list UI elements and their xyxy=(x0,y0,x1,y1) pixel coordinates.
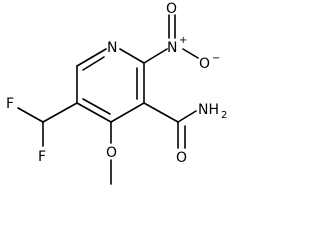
bond-n1-c2 xyxy=(119,48,145,64)
atom-nitro-oxygen-top: O xyxy=(166,1,177,17)
bond-c2-nitro-n xyxy=(143,48,168,64)
bond-c6-n1-inner xyxy=(82,56,105,71)
nitro-group xyxy=(143,14,199,64)
atom-amide-nitrogen-subscript: 2 xyxy=(221,110,227,121)
bond-chf2-f-top xyxy=(17,107,44,123)
atom-fluorine-bottom: F xyxy=(38,149,46,165)
atom-amide-oxygen: O xyxy=(176,150,187,166)
difluoromethyl-group xyxy=(17,102,78,147)
bond-c4-c5 xyxy=(76,102,112,123)
atom-fluorine-top: F xyxy=(6,96,14,112)
structure-canvas: N N + O O − F F O O NH 2 xyxy=(6,1,227,185)
bond-c6-n1 xyxy=(76,48,107,67)
pyridine-ring xyxy=(76,48,145,123)
bond-amide-c-n xyxy=(177,110,197,123)
bond-c3-amide-c xyxy=(143,102,179,123)
carboxamide-group xyxy=(143,102,197,149)
bond-c4-c5-inner xyxy=(82,98,111,115)
atom-methoxy-oxygen: O xyxy=(106,145,117,161)
bond-c3-c4 xyxy=(110,102,145,123)
charge-nitro-minus: − xyxy=(212,53,220,64)
atom-nitro-nitrogen: N xyxy=(167,40,177,56)
atom-nitro-oxygen-right: O xyxy=(199,56,210,72)
molecule-diagram: N N + O O − F F O O NH 2 xyxy=(6,1,227,185)
charge-nitro-plus: + xyxy=(179,35,187,46)
atom-amide-nitrogen: NH xyxy=(198,102,219,118)
bond-nitro-n-o-right xyxy=(182,48,199,59)
bond-c5-chf2 xyxy=(42,102,78,123)
atom-ring-nitrogen: N xyxy=(107,40,117,56)
